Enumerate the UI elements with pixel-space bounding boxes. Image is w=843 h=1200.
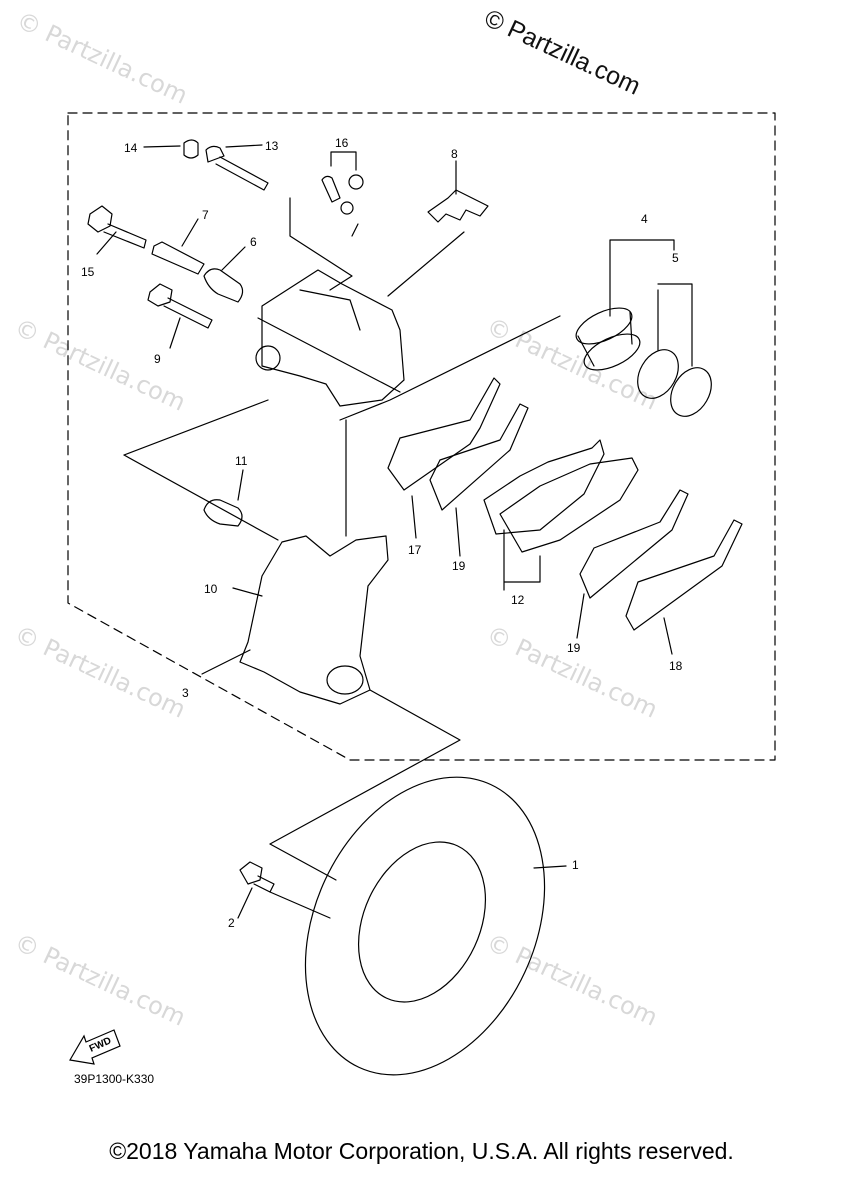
callout-18: 18 [669, 659, 683, 673]
pad-shim-18-icon [625, 519, 743, 631]
callout-3: 3 [182, 686, 189, 700]
callout-2: 2 [228, 916, 235, 930]
piston-icon [575, 307, 641, 371]
bolt-9-icon [147, 283, 213, 329]
callout-16: 16 [335, 136, 349, 150]
callout-10: 10 [204, 582, 218, 596]
caliper-body-icon [255, 269, 405, 407]
callout-1: 1 [572, 858, 579, 872]
dust-seal-icon [670, 367, 712, 417]
assembly-outline [67, 112, 776, 761]
callout-15: 15 [81, 265, 95, 279]
callout-11: 11 [235, 454, 248, 468]
pad-set-icon [483, 439, 639, 553]
fwd-arrow-icon [69, 1029, 121, 1065]
copyright-footer: ©2018 Yamaha Motor Corporation, U.S.A. A… [109, 1138, 734, 1164]
piston-seal-icon [637, 349, 679, 399]
callout-17: 17 [408, 543, 422, 557]
callout-19b: 19 [567, 641, 581, 655]
pad-shim-17-icon [387, 377, 501, 491]
callout-5: 5 [672, 251, 679, 265]
caliper-pin-icon [205, 145, 269, 191]
boot-11-icon [203, 499, 243, 527]
callout-12: 12 [511, 593, 525, 607]
brake-disc-icon [304, 776, 546, 1076]
bolt-15-icon [87, 205, 147, 249]
boot-6-icon [203, 268, 244, 303]
callout-7: 7 [202, 208, 209, 222]
callout-19a: 19 [452, 559, 466, 573]
callout-13: 13 [265, 139, 279, 153]
callout-9: 9 [154, 352, 161, 366]
caliper-bracket-icon [239, 535, 389, 705]
callout-8: 8 [451, 147, 458, 161]
diagram-code: 39P1300-K330 [74, 1072, 155, 1086]
sleeve-icon [151, 241, 205, 275]
bleeder-screw-icon [321, 174, 364, 215]
pad-19b-icon [579, 489, 689, 599]
pad-19a-icon [429, 403, 529, 511]
pad-spring-icon [427, 189, 489, 223]
callout-6: 6 [250, 235, 257, 249]
callout-14: 14 [124, 141, 138, 155]
disc-bolt-icon [239, 861, 275, 893]
callout-4: 4 [641, 212, 648, 226]
bleeder-cap-icon [183, 139, 199, 159]
